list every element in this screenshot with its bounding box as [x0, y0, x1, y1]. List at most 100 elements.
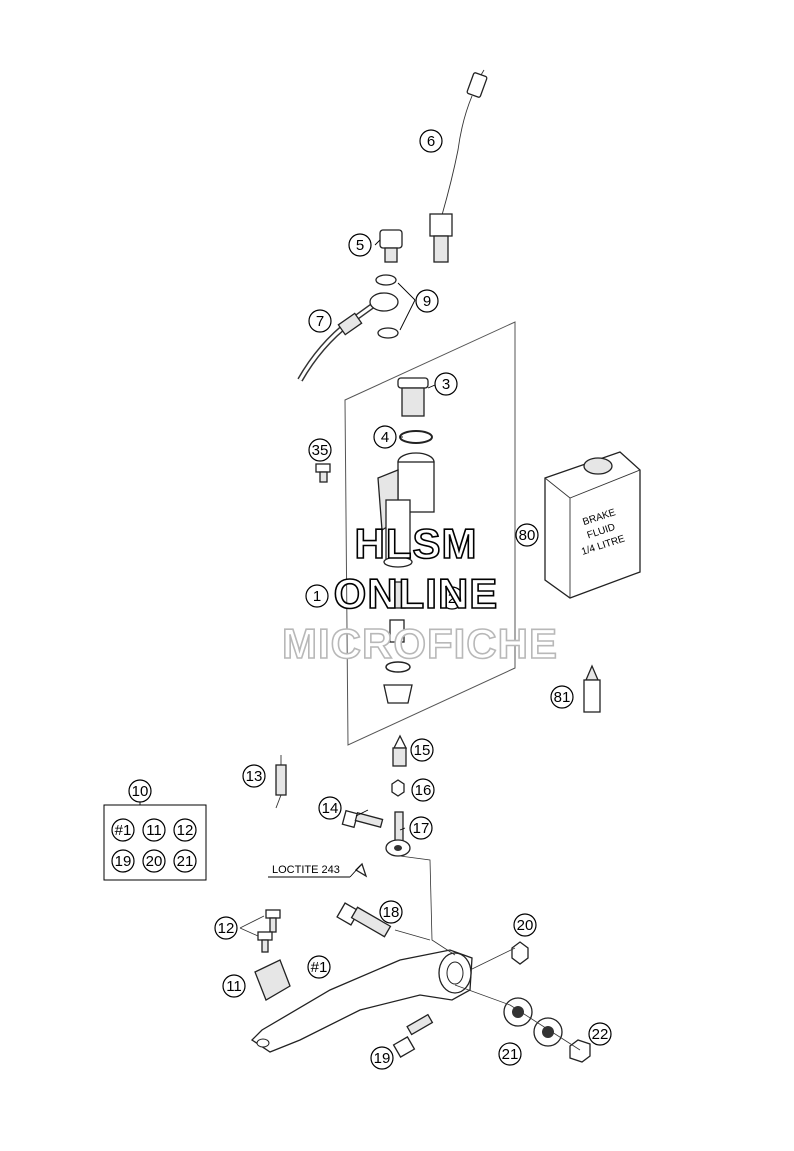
callout-80: 80	[515, 523, 539, 547]
nut-16	[391, 779, 405, 797]
callout-circle	[305, 584, 329, 608]
callout-12: 12	[214, 916, 238, 940]
callout-circle	[173, 849, 197, 873]
piston-internals	[383, 581, 413, 704]
callout-17: 17	[409, 816, 433, 840]
callout-13: 13	[242, 764, 266, 788]
callout-circle	[308, 438, 332, 462]
callout-2: 2	[440, 586, 464, 610]
callout-10: 10	[128, 779, 152, 803]
return-spring	[275, 755, 287, 809]
watermark-line2: ONLINE	[334, 570, 499, 617]
callout-1: 1	[305, 584, 329, 608]
callout-number: 20	[517, 917, 534, 934]
screws-12	[257, 909, 281, 953]
callout-circle	[308, 309, 332, 333]
callout-number: #1	[311, 959, 328, 976]
bleeder-valve	[392, 734, 408, 767]
callout-number: 12	[218, 920, 235, 937]
callout-circle	[348, 233, 372, 257]
master-cylinder-body	[377, 452, 435, 568]
watermark: HLSM ONLINE MICROFICHE	[281, 519, 558, 668]
callout-3: 3	[434, 372, 458, 396]
callout-11: 11	[142, 818, 166, 842]
callout-number: 18	[383, 904, 400, 921]
callout-21: 21	[173, 849, 197, 873]
callout-circle	[128, 779, 152, 803]
callout-number: 21	[177, 853, 194, 870]
loctite-label: LOCTITE 243	[272, 864, 340, 876]
callout-circle	[411, 778, 435, 802]
callout-5: 5	[348, 233, 372, 257]
reservoir-cap	[397, 377, 429, 417]
callout-circle	[142, 849, 166, 873]
callout-7: 7	[308, 309, 332, 333]
callout-number: 19	[374, 1050, 391, 1067]
callout-number: 1	[313, 588, 321, 605]
callout-number: 15	[414, 742, 431, 759]
callout-number: 4	[381, 429, 389, 446]
pedal-tip	[254, 959, 291, 1001]
brake-fluid-bottle: BRAKE FLUID 1/4 LITRE	[544, 451, 641, 599]
callout-20: 20	[142, 849, 166, 873]
small-bottle	[583, 664, 601, 713]
callout-19: 19	[370, 1046, 394, 1070]
bearings-21	[503, 997, 563, 1047]
brake-hose	[297, 292, 399, 382]
callout-14: 14	[318, 796, 342, 820]
callout-15: 15	[410, 738, 434, 762]
callout-number: 16	[415, 782, 432, 799]
callout-20: 20	[513, 913, 537, 937]
bolt-14	[341, 809, 384, 829]
assembly-lines	[239, 855, 581, 1051]
callout-number: 14	[322, 800, 339, 817]
callout-circle	[242, 764, 266, 788]
callout-hash1: #1	[307, 955, 331, 979]
callout-18: 18	[379, 900, 403, 924]
callout-circle	[515, 523, 539, 547]
nut-20	[511, 941, 529, 965]
callout-number: 10	[132, 783, 149, 800]
callout-hash1: #1	[111, 818, 135, 842]
callout-circle	[440, 586, 464, 610]
callout-number: 21	[502, 1046, 519, 1063]
callout-9: 9	[415, 289, 439, 313]
callout-circle	[550, 685, 574, 709]
callout-number: 9	[423, 293, 431, 310]
callout-number: 5	[356, 237, 364, 254]
callout-12: 12	[173, 818, 197, 842]
brake-light-switch	[429, 69, 488, 263]
callout-number: 6	[427, 133, 435, 150]
callout-circle	[142, 818, 166, 842]
callout-circle	[434, 372, 458, 396]
callout-circle	[379, 900, 403, 924]
watermark-line3: MICROFICHE	[282, 620, 558, 667]
callout-number: 2	[448, 590, 456, 607]
callout-circle	[410, 738, 434, 762]
watermark-line1: HLSM	[355, 520, 478, 567]
callout-circle	[222, 974, 246, 998]
callout-35: 35	[308, 438, 332, 462]
callout-22: 22	[588, 1022, 612, 1046]
callout-number: 81	[554, 689, 571, 706]
clevis-rod-end	[385, 811, 411, 857]
callout-circle	[307, 955, 331, 979]
banjo-bolt	[379, 229, 403, 263]
callout-4: 4	[373, 425, 397, 449]
callout-6: 6	[419, 129, 443, 153]
callout-circle	[513, 913, 537, 937]
callout-number: 19	[115, 853, 132, 870]
callout-circle	[588, 1022, 612, 1046]
callout-number: 12	[177, 822, 194, 839]
callout-number: 3	[442, 376, 450, 393]
bolt-19	[392, 1013, 434, 1058]
callout-circle	[173, 818, 197, 842]
callout-number: 11	[226, 978, 242, 995]
callout-11: 11	[222, 974, 246, 998]
bolt-18	[336, 862, 392, 938]
callout-circle	[498, 1042, 522, 1066]
callout-circle	[415, 289, 439, 313]
callout-number: 7	[316, 313, 324, 330]
